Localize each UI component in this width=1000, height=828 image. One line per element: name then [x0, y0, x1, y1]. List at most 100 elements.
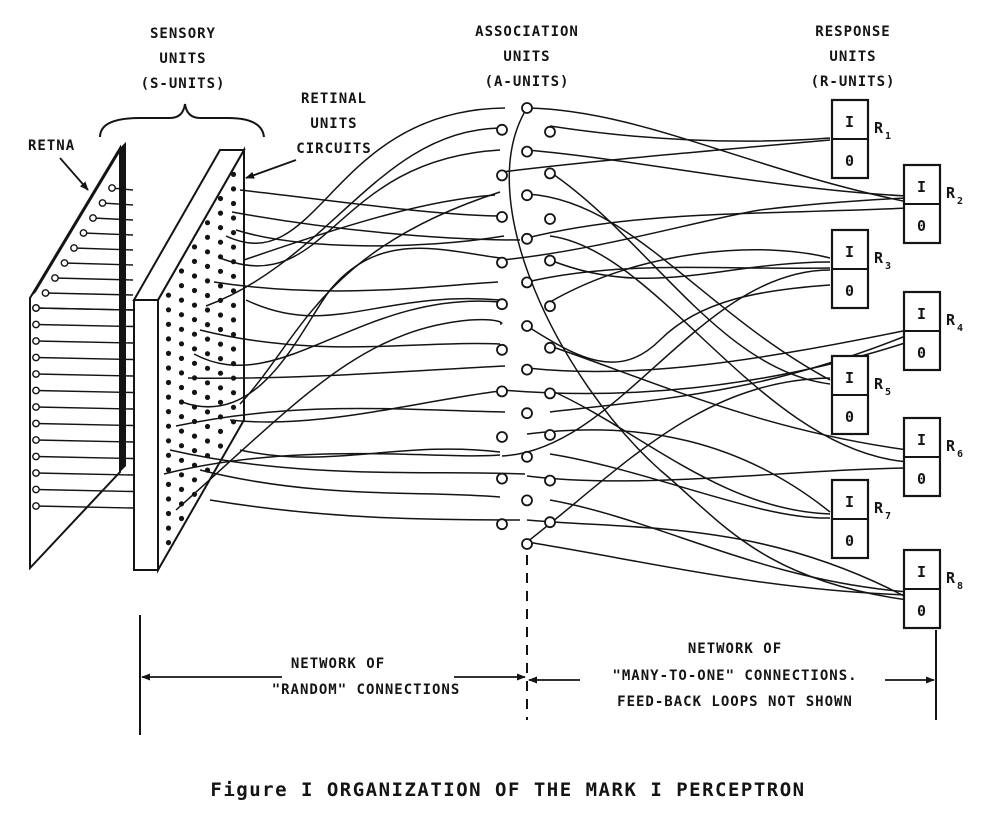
retina-dot — [32, 485, 40, 494]
retinal-label-line-3: CIRCUITS — [296, 141, 371, 157]
retinal-label-line-1: RETINAL — [301, 91, 367, 107]
sensory-dot — [178, 428, 185, 434]
association-unit — [544, 125, 556, 138]
sensory-dot — [204, 234, 211, 240]
response-unit-index: 8 — [957, 581, 964, 592]
response-unit-top: I — [917, 178, 927, 196]
sensory-dot — [191, 258, 198, 264]
association-unit — [521, 276, 533, 289]
retina-label: RETNA — [28, 138, 75, 154]
association-unit — [496, 298, 508, 311]
response-unit-index: 6 — [957, 449, 964, 460]
response-unit-bottom: 0 — [917, 344, 927, 362]
retina-dot — [32, 403, 40, 411]
retina-wire — [92, 217, 134, 221]
association-unit — [521, 363, 533, 376]
sensory-dot — [230, 390, 237, 396]
sensory-dot — [191, 287, 198, 294]
association-unit — [496, 343, 508, 356]
association-units-label: ASSOCIATION UNITS (A-UNITS) — [475, 24, 579, 90]
association-unit — [496, 385, 508, 398]
association-unit — [544, 213, 556, 225]
response-unit-bottom: 0 — [917, 217, 927, 235]
sensory-dot — [191, 389, 198, 395]
sensory-dot — [165, 438, 172, 444]
retina-wire — [45, 292, 134, 296]
response-unit-bottom: 0 — [917, 602, 927, 620]
sensory-dot — [230, 331, 237, 338]
sensory-dot — [178, 326, 185, 332]
sensory-dot — [204, 365, 211, 371]
retina-wire — [83, 232, 134, 236]
sensory-dot — [230, 215, 237, 221]
sensory-dot — [204, 263, 211, 269]
sensory-dot — [178, 283, 185, 289]
sensory-dot — [230, 288, 237, 294]
sensory-dot — [217, 341, 224, 347]
sensory-panel — [132, 146, 246, 574]
retinal-units-label: RETINAL UNITS CIRCUITS — [296, 91, 371, 157]
retina-dot — [32, 370, 40, 378]
retina-wire — [35, 356, 134, 361]
retina-wire — [35, 472, 134, 476]
sensory-dot — [204, 307, 211, 313]
sensory-dot — [230, 230, 237, 236]
sensory-dot — [217, 385, 224, 391]
sensory-dot — [165, 467, 172, 473]
retina-dot — [32, 436, 40, 444]
retina-wire — [73, 247, 134, 251]
sensory-dot — [178, 355, 185, 361]
sensory-dot — [230, 404, 237, 410]
sensory-dot — [165, 350, 172, 356]
retina-dot — [51, 274, 59, 282]
sensory-dot — [178, 472, 185, 478]
association-unit — [521, 189, 533, 202]
association-unit — [496, 169, 508, 182]
response-unit-top: I — [845, 113, 855, 131]
sensory-dot — [217, 225, 224, 231]
response-units-label: RESPONSE UNITS (R-UNITS) — [811, 24, 895, 90]
sensory-dot — [191, 317, 198, 323]
response-unit-label: R — [874, 119, 884, 137]
association-unit — [544, 167, 556, 180]
sensory-dot — [230, 244, 237, 250]
sensory-dot — [165, 525, 172, 531]
sensory-dot — [230, 273, 237, 279]
sensory-units-label: SENSORY UNITS (S-UNITS) — [141, 26, 225, 92]
response-unit-label: R — [874, 249, 884, 267]
retina-pointer-arrow — [59, 157, 89, 191]
sensory-dot — [204, 278, 211, 284]
sensory-dot — [204, 380, 211, 386]
retina-dot-grid — [32, 184, 116, 510]
response-unit-label: R — [874, 499, 884, 517]
response-unit-index: 7 — [885, 511, 892, 522]
sensory-brace — [99, 103, 265, 138]
sensory-dot — [217, 312, 224, 318]
sensory-dot — [165, 481, 172, 487]
sensory-dot — [230, 317, 237, 323]
association-unit — [544, 387, 556, 400]
sensory-dot — [230, 171, 237, 177]
association-unit — [521, 538, 533, 550]
retina-wire — [35, 505, 134, 509]
sensory-dot — [204, 292, 211, 299]
random-connections — [163, 107, 526, 521]
retina-wire — [35, 422, 134, 427]
association-unit — [521, 145, 533, 158]
response-unit-label: R — [874, 375, 884, 393]
sensory-dot — [178, 370, 185, 376]
retina-dot — [70, 244, 78, 252]
sensory-dot — [191, 244, 198, 250]
association-unit — [496, 518, 508, 531]
association-label-line-1: ASSOCIATION — [475, 24, 579, 40]
response-label-line-1: RESPONSE — [815, 24, 890, 40]
response-unit-bottom: 0 — [845, 152, 855, 170]
association-unit — [521, 494, 533, 507]
sensory-dot — [191, 273, 198, 279]
response-unit-label: R — [946, 437, 956, 455]
sensory-dot — [165, 510, 172, 517]
